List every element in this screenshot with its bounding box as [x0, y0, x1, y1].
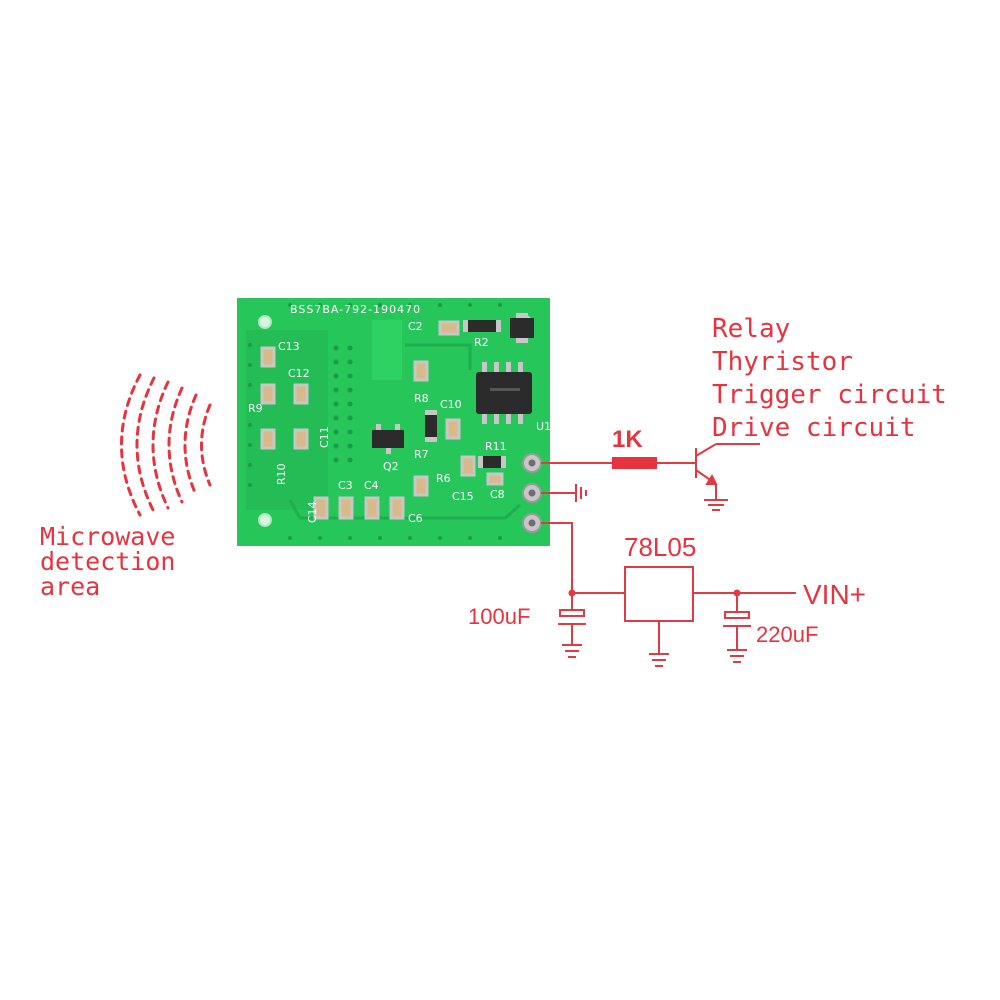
vin-label: VIN+	[803, 579, 866, 610]
detection-label: Microwave detection area	[40, 522, 191, 601]
ground-icon	[649, 621, 669, 667]
regulator-label: 78L05	[624, 532, 696, 562]
schematic: 1K Relay Thyristor Trigger circuit Drive…	[468, 314, 962, 667]
silk-r10: R10	[275, 463, 288, 485]
silk-c3: C3	[338, 479, 353, 492]
microwave-waves-icon	[120, 373, 212, 517]
chip-u1-icon	[476, 362, 532, 424]
regulator-78l05-icon	[624, 566, 694, 622]
silk-c4: C4	[364, 479, 379, 492]
pcb-board-code: BSS7BA-792-190470	[290, 303, 421, 316]
silk-c13: C13	[278, 340, 300, 353]
silk-r2: R2	[474, 336, 489, 349]
silk-r8: R8	[414, 392, 429, 405]
silk-c11: C11	[318, 426, 331, 448]
detection-label-line-2: detection	[40, 547, 175, 576]
silk-c6: C6	[408, 512, 423, 525]
silk-r9: R9	[248, 402, 263, 415]
output-labels: Relay Thyristor Trigger circuit Drive ci…	[712, 314, 962, 443]
pcb-module: BSS7BA-792-190470 C2 R2 R13 C13 C12 R9 C…	[237, 298, 566, 546]
output-label-relay: Relay	[712, 314, 790, 344]
capacitor-220uf-icon	[723, 593, 751, 663]
pcb-trace	[405, 343, 472, 370]
output-label-thyristor: Thyristor	[712, 347, 853, 377]
silk-r6: R6	[436, 472, 451, 485]
smd-resistors	[425, 313, 534, 468]
silk-r13: R13	[553, 325, 566, 347]
smd-capacitors	[260, 320, 504, 520]
vcc-wire	[541, 522, 573, 593]
silk-r11: R11	[485, 440, 507, 453]
silk-r7: R7	[414, 448, 429, 461]
detection-label-line-3: area	[40, 572, 100, 601]
resistor-label: 1K	[612, 426, 643, 453]
transistor-q2-icon	[372, 424, 404, 454]
capacitor-100uf-icon	[558, 593, 586, 658]
ground-icon	[704, 499, 728, 511]
silk-c8: C8	[490, 488, 505, 501]
output-label-trigger: Trigger circuit	[712, 380, 947, 410]
silk-u1: U1	[536, 420, 551, 433]
silk-c2: C2	[408, 320, 423, 333]
pcb-trace-region	[246, 330, 328, 510]
output-label-drive: Drive circuit	[712, 413, 916, 443]
resistor-1k-icon	[612, 457, 657, 469]
silk-c10: C10	[440, 398, 462, 411]
pcb-vias	[248, 303, 502, 540]
cap-out-label: 220uF	[756, 622, 818, 647]
cap-in-label: 100uF	[468, 604, 530, 629]
ground-icon	[575, 484, 587, 502]
pcb-trace-region	[372, 320, 402, 380]
pcb-output-pads	[522, 453, 542, 533]
silk-c12: C12	[288, 367, 310, 380]
silk-q2: Q2	[383, 460, 399, 473]
silk-c15: C15	[452, 490, 474, 503]
silk-c14: C14	[306, 501, 319, 523]
detection-label-line-1: Microwave	[40, 522, 175, 551]
npn-transistor-icon	[695, 443, 760, 500]
